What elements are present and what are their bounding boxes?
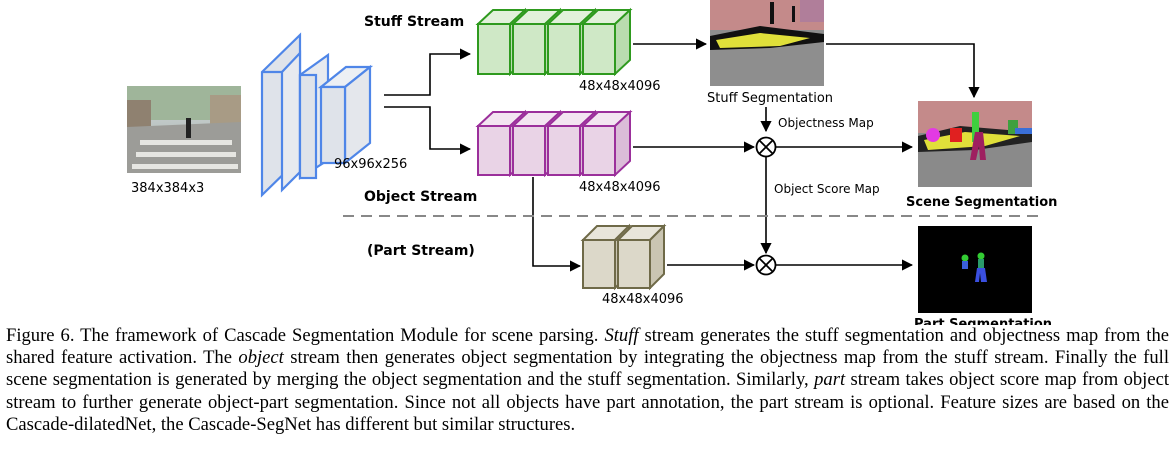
- stuff-seg-to-scene-arrow: [826, 43, 980, 99]
- caption-part-word: part: [814, 369, 846, 391]
- caption-part1: stream generates the stuff segmentation …: [6, 325, 1169, 369]
- backbone-layers: [260, 32, 374, 198]
- stuff-segmentation-image: [710, 0, 824, 86]
- caption-part2: stream then generates object segmentatio…: [6, 347, 1169, 391]
- stuff-feature-size-label: 48x48x4096: [579, 79, 661, 94]
- input-image: [127, 86, 241, 173]
- part-segmentation-label: Part Segmentation: [914, 317, 1052, 325]
- caption-stuff-word: Stuff: [604, 325, 639, 346]
- caption-object-word: object: [238, 347, 284, 369]
- part-stream-label: (Part Stream): [367, 243, 475, 259]
- part-segmentation-image: [918, 226, 1032, 313]
- objectness-map-label: Objectness Map: [778, 116, 874, 130]
- multiply-operator-part: [755, 254, 777, 276]
- cascade-framework-diagram: 384x384x3 96x96x256 Stuff Stream Object …: [127, 0, 1057, 325]
- object-feature-blocks: [475, 109, 633, 178]
- figure-caption: Figure 6. The framework of Cascade Segme…: [6, 325, 1169, 436]
- scene-segmentation-label: Scene Segmentation: [906, 195, 1057, 210]
- part-feature-blocks: [580, 223, 667, 291]
- stuff-branch-arrow: [384, 48, 472, 96]
- object-stream-label: Object Stream: [364, 189, 477, 205]
- object-branch-arrow: [384, 106, 472, 155]
- part-branch-arrow: [532, 177, 582, 272]
- caption-prefix: Figure 6. The framework of Cascade Segme…: [6, 325, 605, 346]
- input-size-label: 384x384x3: [131, 181, 204, 196]
- object-score-map-label: Object Score Map: [774, 182, 880, 196]
- part-feature-size-label: 48x48x4096: [602, 292, 684, 307]
- stuff-stream-label: Stuff Stream: [364, 14, 464, 30]
- object-feature-size-label: 48x48x4096: [579, 180, 661, 195]
- scene-segmentation-image: [918, 101, 1032, 187]
- stuff-segmentation-label: Stuff Segmentation: [707, 91, 833, 106]
- multiply-operator-object: [755, 136, 777, 158]
- stuff-feature-blocks: [475, 7, 633, 77]
- caption-part3: stream takes object score map from objec…: [6, 369, 1169, 435]
- backbone-size-label: 96x96x256: [334, 157, 407, 172]
